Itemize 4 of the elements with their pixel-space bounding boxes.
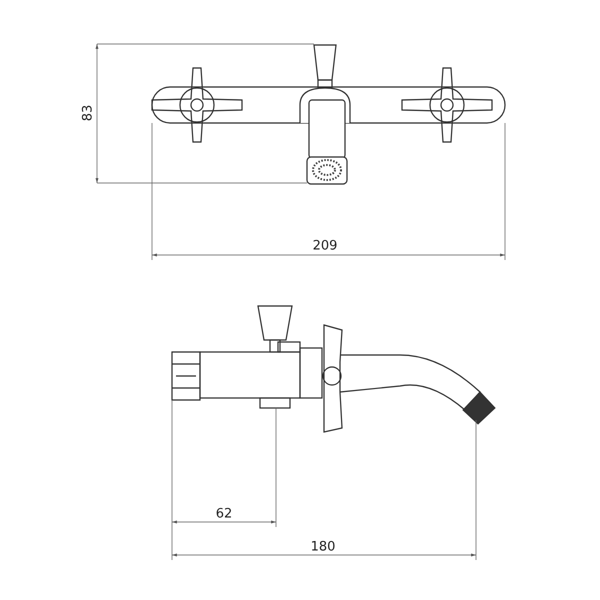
dimension-label: 62 — [216, 508, 232, 520]
dimension-label: 83 — [82, 104, 94, 122]
dimension-label: 180 — [310, 540, 336, 554]
dimension-label: 209 — [312, 240, 338, 252]
